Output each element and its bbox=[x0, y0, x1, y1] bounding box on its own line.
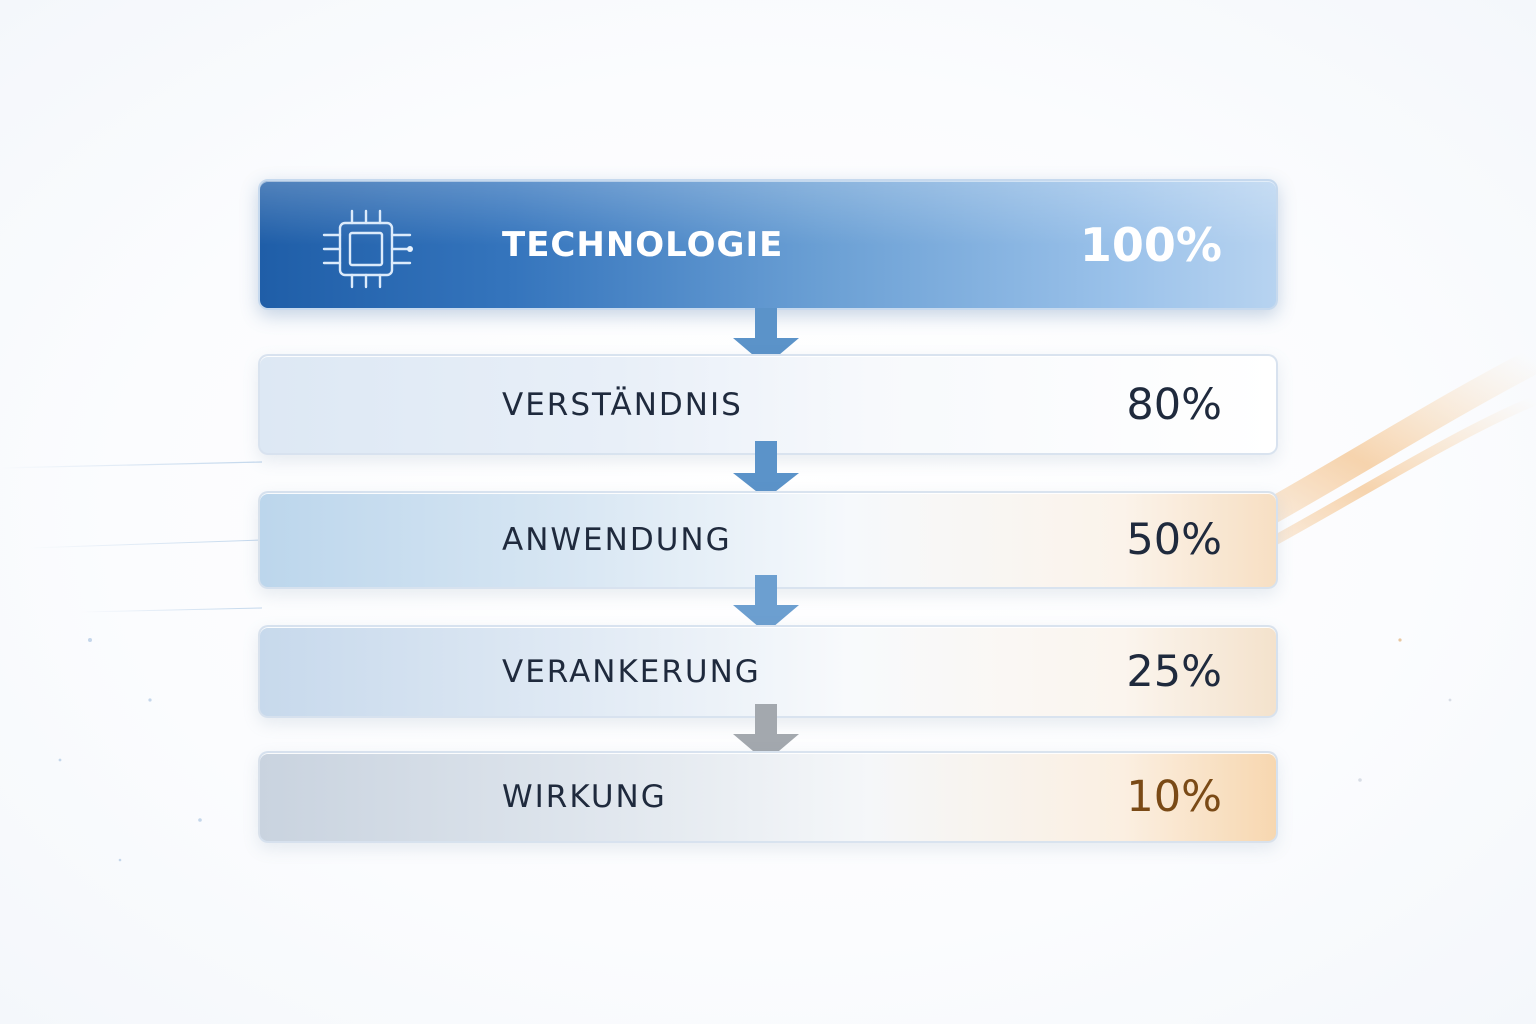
stage-label: VERSTÄNDNIS bbox=[502, 386, 743, 423]
stage-anwendung: ANWENDUNG 50% bbox=[258, 491, 1278, 589]
microchip-icon bbox=[322, 209, 413, 289]
stage-verstaendnis: VERSTÄNDNIS 80% bbox=[258, 354, 1278, 455]
stage-percentage: 50% bbox=[1126, 515, 1222, 565]
stage-percentage: 10% bbox=[1126, 772, 1222, 822]
stage-percentage: 25% bbox=[1126, 646, 1222, 697]
stage-sheen bbox=[260, 181, 1276, 245]
stage-wirkung: WIRKUNG 10% bbox=[258, 751, 1278, 843]
stage-label: VERANKERUNG bbox=[502, 653, 761, 690]
arrow-down-icon bbox=[733, 575, 799, 633]
stage-label: ANWENDUNG bbox=[502, 522, 732, 558]
stage-percentage: 100% bbox=[1079, 217, 1222, 272]
stage-technologie: TECHNOLOGIE 100% bbox=[258, 179, 1278, 310]
arrow-down-icon bbox=[733, 308, 799, 366]
stage-label: TECHNOLOGIE bbox=[502, 224, 784, 265]
arrow-down-icon bbox=[733, 441, 799, 499]
arrow-down-icon bbox=[733, 704, 799, 762]
stage-label: WIRKUNG bbox=[502, 779, 667, 815]
stage-percentage: 80% bbox=[1126, 379, 1222, 430]
